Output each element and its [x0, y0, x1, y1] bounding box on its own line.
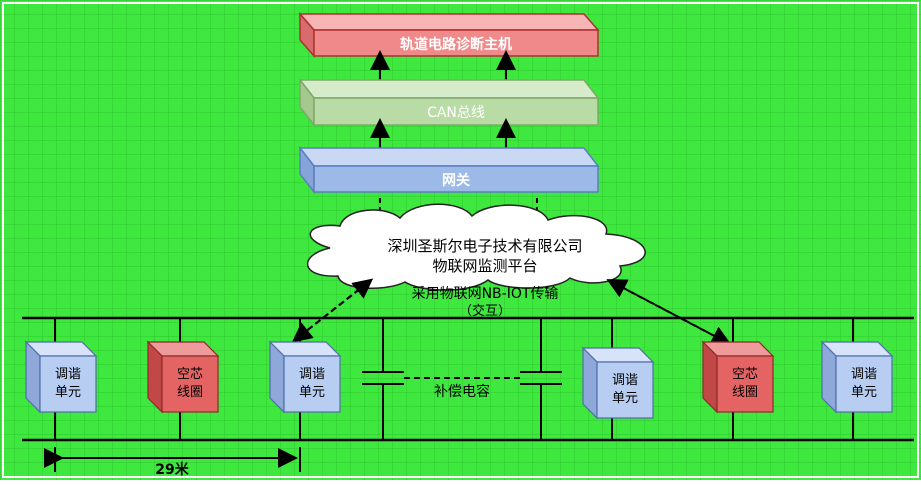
- host-label: 轨道电路诊断主机: [400, 36, 512, 53]
- unit-label-line2: 单元: [851, 385, 877, 400]
- can-bus-label: CAN总线: [427, 105, 485, 121]
- unit-label-line1: 调谐: [55, 367, 81, 382]
- unit-label-line1: 空芯: [732, 367, 758, 382]
- capacitor-label: 补偿电容: [434, 383, 490, 400]
- gateway-box: 网关: [298, 145, 600, 195]
- capacitor-left: [362, 318, 404, 440]
- cloud-platform: 深圳圣斯尔电子技术有限公司 物联网监测平台: [307, 203, 646, 291]
- cloud-line2: 物联网监测平台: [432, 257, 537, 275]
- frame: [2, 2, 919, 478]
- unit-label-line2: 线圈: [732, 385, 758, 400]
- unit-label-line1: 调谐: [299, 367, 325, 382]
- unit-label-line1: 调谐: [612, 373, 638, 388]
- nb-iot-link-left-up: [299, 278, 374, 337]
- capacitor-right: [520, 318, 562, 440]
- link-line2: （交互）: [459, 303, 511, 319]
- unit-label-line2: 线圈: [177, 385, 203, 400]
- host-box: 轨道电路诊断主机: [298, 12, 600, 58]
- unit-label-line1: 空芯: [177, 367, 203, 382]
- unit-label-line2: 单元: [55, 385, 81, 400]
- unit-label-line1: 调谐: [851, 367, 877, 382]
- cloud-line1: 深圳圣斯尔电子技术有限公司: [387, 237, 582, 255]
- unit-label-line2: 单元: [612, 391, 638, 406]
- unit-label-line2: 单元: [299, 385, 325, 400]
- can-bus-box: CAN总线: [298, 77, 600, 128]
- gateway-label: 网关: [442, 172, 470, 189]
- link-line1: 采用物联网NB-IOT传输: [412, 286, 559, 302]
- distance-label: 29米: [155, 461, 189, 478]
- nb-iot-link-right-up: [606, 279, 723, 341]
